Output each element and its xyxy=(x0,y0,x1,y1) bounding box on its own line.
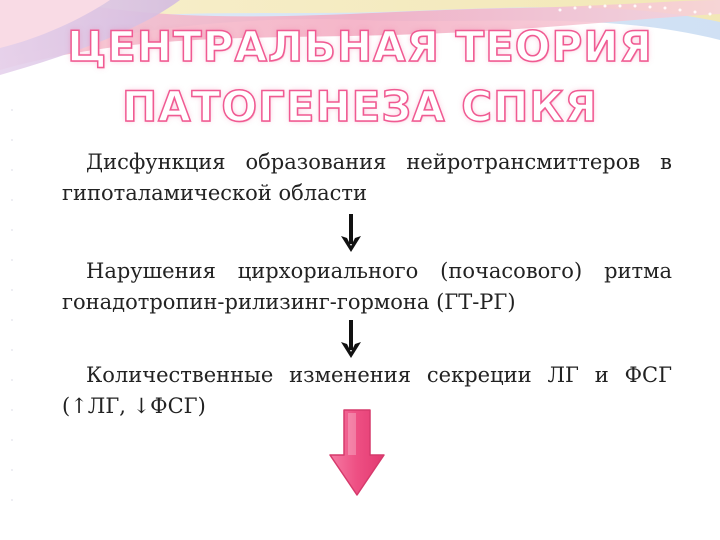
slide-title-line-1: ЦЕНТРАЛЬНАЯ ТЕОРИЯ xyxy=(66,21,653,72)
step-text-1: Дисфункция образования нейротрансмиттеро… xyxy=(62,150,672,205)
down-arrow-icon xyxy=(341,214,361,252)
down-arrow-icon xyxy=(341,320,361,358)
step-text-3: Количественные изменения секреции ЛГ и Ф… xyxy=(62,363,672,418)
large-down-arrow-icon xyxy=(329,409,385,496)
slide-title-line-2: ПАТОГЕНЕЗА СПКЯ xyxy=(121,81,598,132)
step-text-2: Нарушения цирхориального (почасового) ри… xyxy=(62,259,672,314)
